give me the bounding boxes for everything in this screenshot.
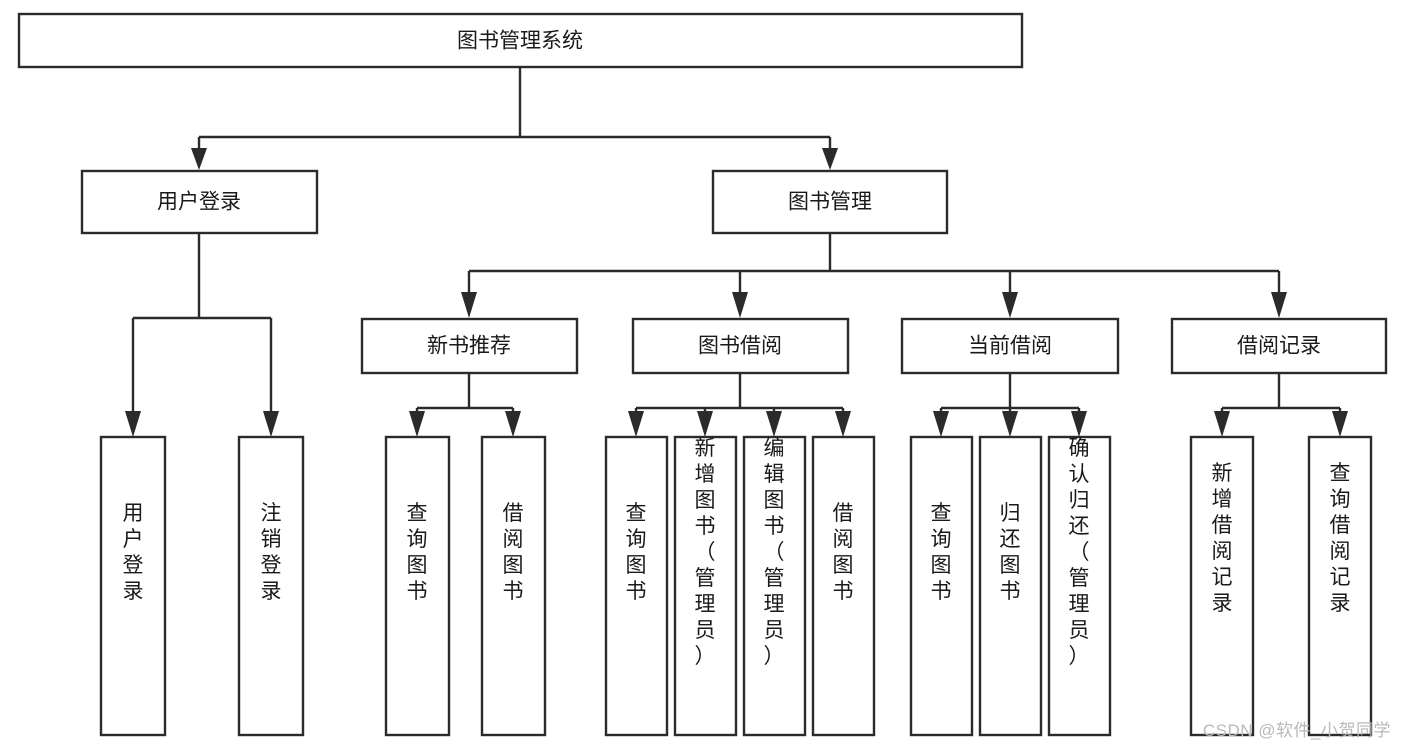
leaf-borrow-book-1-label: 借阅图书 [503,502,524,603]
node-current-borrow-box[interactable] [900,317,1120,375]
leaf-add-record[interactable]: 新增借阅记录 [1189,435,1255,737]
leaf-add-book-label: 新增图书（管理员） [695,437,716,668]
leaf-query-book-2-box[interactable] [604,435,669,737]
arrow-head-leaf-query-book-3 [933,411,949,437]
node-root-box[interactable] [17,12,1024,69]
node-borrow-record-box[interactable] [1170,317,1388,375]
leaf-query-book-1-box[interactable] [384,435,451,737]
arrow-head-leaf-add-record [1214,411,1230,437]
leaf-user-logout-label: 注销登录 [261,502,282,603]
node-current-borrow[interactable]: 当前借阅 [900,317,1120,375]
node-root[interactable]: 图书管理系统 [17,12,1024,69]
leaf-return-book[interactable]: 归还图书 [978,435,1043,737]
leaf-add-record-box[interactable] [1189,435,1255,737]
leaf-user-login[interactable]: 用户登录 [99,435,167,737]
leaf-edit-book-label: 编辑图书（管理员） [764,437,785,668]
node-new-book-recommend[interactable]: 新书推荐 [360,317,579,375]
leaf-add-book[interactable]: 新增图书（管理员） [673,435,738,737]
node-current-borrow-label: 当前借阅 [968,335,1052,358]
arrow-head-leaf-user-login [125,411,141,437]
leaf-query-book-1[interactable]: 查询图书 [384,435,451,737]
leaf-query-book-2-label: 查询图书 [626,502,647,603]
arrow-head-leaf-borrow-book-2 [835,411,851,437]
leaf-confirm-return[interactable]: 确认归还（管理员） [1047,435,1112,737]
leaf-confirm-return-label: 确认归还（管理员） [1069,437,1090,668]
leaf-edit-book[interactable]: 编辑图书（管理员） [742,435,807,737]
leaf-return-book-label: 归还图书 [1000,502,1021,603]
leaf-query-book-3[interactable]: 查询图书 [909,435,974,737]
leaf-borrow-book-1-box[interactable] [480,435,547,737]
leaf-borrow-book-2[interactable]: 借阅图书 [811,435,876,737]
leaf-query-book-2[interactable]: 查询图书 [604,435,669,737]
node-book-borrow-box[interactable] [631,317,850,375]
leaf-add-record-label: 新增借阅记录 [1212,462,1233,615]
node-new-book-recommend-box[interactable] [360,317,579,375]
leaf-query-record-box[interactable] [1307,435,1373,737]
arrow-head-borrow-record [1271,292,1287,318]
node-borrow-record-label: 借阅记录 [1237,335,1321,358]
node-book-management-box[interactable] [711,169,949,235]
leaf-return-book-box[interactable] [978,435,1043,737]
arrow-head-leaf-borrow-book-1 [505,411,521,437]
arrow-head-book-management [822,148,838,170]
arrow-head-leaf-query-book-1 [409,411,425,437]
leaf-confirm-return-box[interactable] [1047,435,1112,737]
leaf-user-logout-box[interactable] [237,435,305,737]
node-borrow-record[interactable]: 借阅记录 [1170,317,1388,375]
leaf-query-record[interactable]: 查询借阅记录 [1307,435,1373,737]
node-root-label: 图书管理系统 [457,30,583,53]
node-user-login-box[interactable] [80,169,319,235]
arrow-head-leaf-user-logout [263,411,279,437]
arrow-head-new-book-recommend [461,292,477,318]
leaf-query-book-1-label: 查询图书 [407,502,428,603]
csdn-watermark: CSDN @软件_小贺同学 [1202,721,1391,740]
arrow-head-leaf-query-book-2 [628,411,644,437]
leaf-user-logout[interactable]: 注销登录 [237,435,305,737]
leaf-query-record-label: 查询借阅记录 [1330,462,1351,615]
node-user-login[interactable]: 用户登录 [80,169,319,235]
node-book-management[interactable]: 图书管理 [711,169,949,235]
leaf-borrow-book-1[interactable]: 借阅图书 [480,435,547,737]
leaf-user-login-label: 用户登录 [123,502,144,603]
leaf-borrow-book-2-box[interactable] [811,435,876,737]
arrow-head-leaf-return-book [1002,411,1018,437]
leaf-query-book-3-label: 查询图书 [931,502,952,603]
node-book-management-label: 图书管理 [788,191,872,214]
arrow-head-leaf-confirm-return [1071,411,1087,437]
leaf-user-login-box[interactable] [99,435,167,737]
leaf-borrow-book-2-label: 借阅图书 [833,502,854,603]
connector-layer [125,67,1348,437]
arrow-head-current-borrow [1002,292,1018,318]
node-book-borrow[interactable]: 图书借阅 [631,317,850,375]
arrow-head-leaf-edit-book [766,411,782,437]
arrow-head-user-login [191,148,207,170]
leaf-query-book-3-box[interactable] [909,435,974,737]
arrow-head-book-borrow [732,292,748,318]
node-user-login-label: 用户登录 [157,191,241,214]
node-new-book-recommend-label: 新书推荐 [427,335,511,358]
leaf-edit-book-box[interactable] [742,435,807,737]
leaf-add-book-box[interactable] [673,435,738,737]
arrow-head-leaf-query-record [1332,411,1348,437]
arrow-head-leaf-add-book [697,411,713,437]
node-book-borrow-label: 图书借阅 [698,335,782,358]
